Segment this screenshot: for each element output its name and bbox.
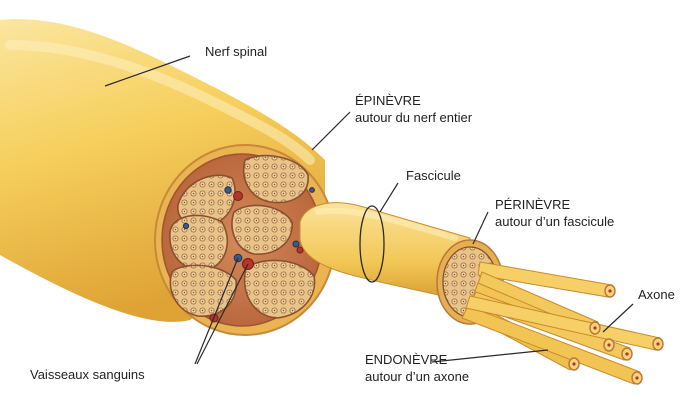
leader-axone (603, 304, 633, 332)
vessel-red (234, 192, 243, 201)
label-epinevre-title: ÉPINÈVRE (355, 92, 421, 109)
label-axone: Axone (638, 286, 675, 303)
label-endonevre-sub: autour d’un axone (365, 368, 469, 385)
label-perinevre-title: PÉRINÈVRE (495, 196, 570, 213)
axons (462, 262, 660, 384)
label-perinevre-sub: autour d’un fascicule (495, 213, 614, 230)
vessel-blue (183, 223, 188, 228)
leader-epinevre (312, 112, 350, 150)
label-endonevre-title: ENDONÈVRE (365, 351, 447, 368)
vessel-blue (310, 188, 315, 193)
label-epinevre-sub: autour du nerf entier (355, 109, 472, 126)
vessel-red (297, 247, 303, 253)
leader-endonevre (432, 350, 548, 362)
vessel-blue (225, 187, 231, 193)
leader-fascicule (380, 183, 398, 212)
label-nerf-spinal: Nerf spinal (205, 43, 267, 60)
label-fascicule: Fascicule (406, 167, 461, 184)
leader-perinevre (473, 212, 488, 244)
label-vaisseaux-sanguins: Vaisseaux sanguins (30, 366, 145, 383)
vessel-blue (293, 241, 299, 247)
